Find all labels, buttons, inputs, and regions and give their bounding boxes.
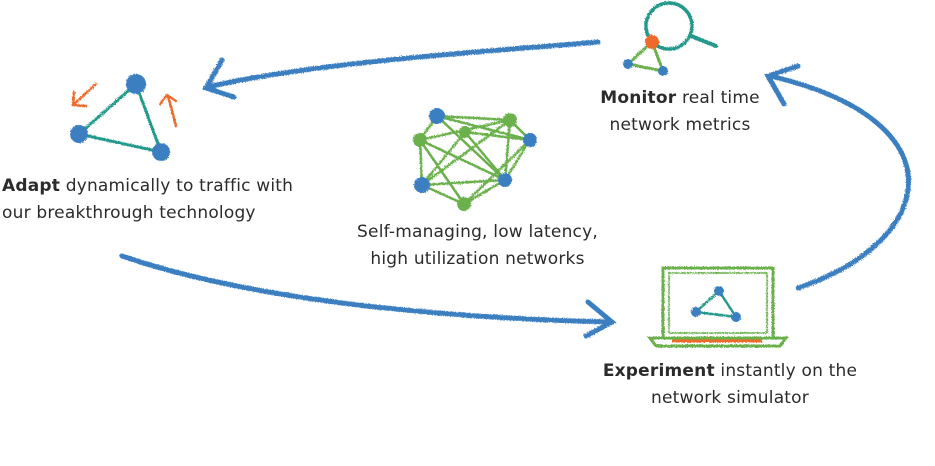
arrowhead-monitor-to-adapt: [202, 57, 237, 100]
experiment-step-line2: network simulator: [651, 388, 809, 408]
center-caption: Self-managing, low latency, high utiliza…: [340, 219, 615, 273]
arrowhead-adapt-to-experiment: [583, 299, 617, 339]
adapt-step-line1: dynamically to traffic with: [60, 176, 294, 196]
adapt-step-text: Adapt dynamically to traffic with our br…: [2, 173, 302, 227]
triangle-network-arrows-icon: [70, 74, 178, 161]
cycle-arrows: [119, 39, 911, 339]
monitor-step-line2: network metrics: [609, 115, 751, 135]
arrowhead-experiment-to-monitor: [764, 63, 801, 107]
adapt-step-line2: our breakthrough technology: [2, 203, 256, 223]
orange-arrow-right: [158, 93, 178, 128]
monitor-step-title: Monitor: [600, 88, 677, 108]
center-caption-line1: Self-managing, low latency,: [357, 222, 598, 242]
mesh-network-icon: [413, 108, 537, 211]
magnifier-network-icon: [623, 1, 718, 76]
experiment-step-text: Experiment instantly on the network simu…: [590, 358, 870, 412]
arrow-experiment-to-monitor: [767, 73, 911, 291]
arrow-monitor-to-adapt: [209, 39, 601, 89]
laptop-network-icon: [647, 266, 789, 348]
arrow-adapt-to-experiment: [119, 253, 613, 325]
center-caption-line2: high utilization networks: [370, 249, 585, 269]
monitor-step-text: Monitor real time network metrics: [585, 85, 775, 139]
orange-arrow-left: [71, 82, 98, 108]
monitor-step-line1: real time: [676, 88, 760, 108]
experiment-step-line1: instantly on the: [714, 361, 858, 381]
experiment-step-title: Experiment: [602, 361, 715, 381]
adapt-step-title: Adapt: [2, 176, 61, 196]
